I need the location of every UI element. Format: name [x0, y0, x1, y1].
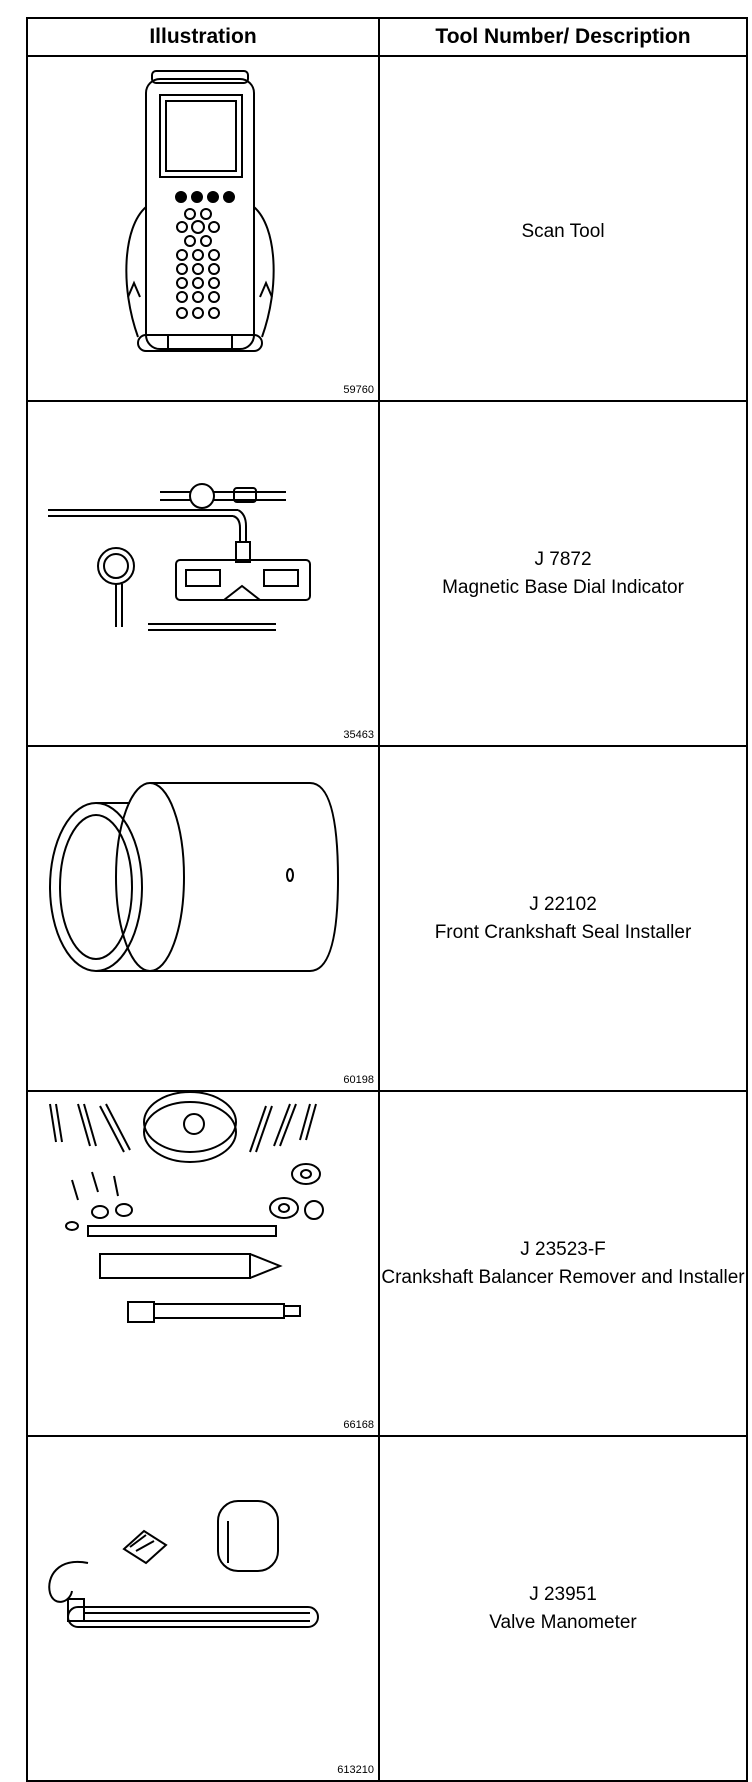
header-illustration: Illustration [26, 17, 380, 57]
tool-description: Crankshaft Balancer Remover and Installe… [381, 1266, 745, 1288]
table-row: 613210 J 23951 Valve Manometer [26, 1435, 748, 1782]
header-tool-description: Tool Number/ Description [378, 17, 748, 57]
tool-description: Magnetic Base Dial Indicator [442, 576, 684, 598]
tool-description: Scan Tool [521, 220, 605, 242]
special-tools-table: Illustration Tool Number/ Description [26, 17, 748, 1782]
description-cell: J 23523-F Crankshaft Balancer Remover an… [378, 1090, 748, 1437]
description-cell: Scan Tool [378, 55, 748, 402]
tool-number: J 23523-F [520, 1238, 606, 1260]
tool-number: J 22102 [529, 893, 597, 915]
balancer-tool-illustration [49, 1092, 324, 1323]
tool-description: Valve Manometer [489, 1611, 637, 1633]
tool-description: Front Crankshaft Seal Installer [434, 921, 692, 943]
illustration-cell: 59760 [26, 55, 380, 402]
table-row: 59760 Scan Tool [26, 55, 748, 402]
tool-number: J 7872 [534, 548, 592, 570]
description-cell: J 23951 Valve Manometer [378, 1435, 748, 1782]
seal-installer-illustration [49, 782, 340, 972]
illustration-cell: 60198 [26, 745, 380, 1092]
table-row: 66168 J 23523-F Crankshaft Balancer Remo… [26, 1090, 748, 1437]
table-header-row: Illustration Tool Number/ Description [26, 17, 748, 57]
table-row: 60198 J 22102 Front Crankshaft Seal Inst… [26, 745, 748, 1092]
figure-number: 60198 [343, 1074, 374, 1086]
table-row: 35463 J 7872 Magnetic Base Dial Indicato… [26, 400, 748, 747]
description-cell: J 7872 Magnetic Base Dial Indicator [378, 400, 748, 747]
illustration-cell: 35463 [26, 400, 380, 747]
illustration-cell: 66168 [26, 1090, 380, 1437]
description-cell: J 22102 Front Crankshaft Seal Installer [378, 745, 748, 1092]
figure-number: 35463 [343, 729, 374, 741]
manometer-illustration [48, 1500, 319, 1628]
figure-number: 613210 [337, 1764, 374, 1776]
illustration-cell: 613210 [26, 1435, 380, 1782]
figure-number: 59760 [343, 384, 374, 396]
dial-indicator-illustration [48, 483, 311, 631]
tool-number: J 23951 [529, 1583, 597, 1605]
figure-number: 66168 [343, 1419, 374, 1431]
scan-tool-illustration [125, 70, 275, 352]
